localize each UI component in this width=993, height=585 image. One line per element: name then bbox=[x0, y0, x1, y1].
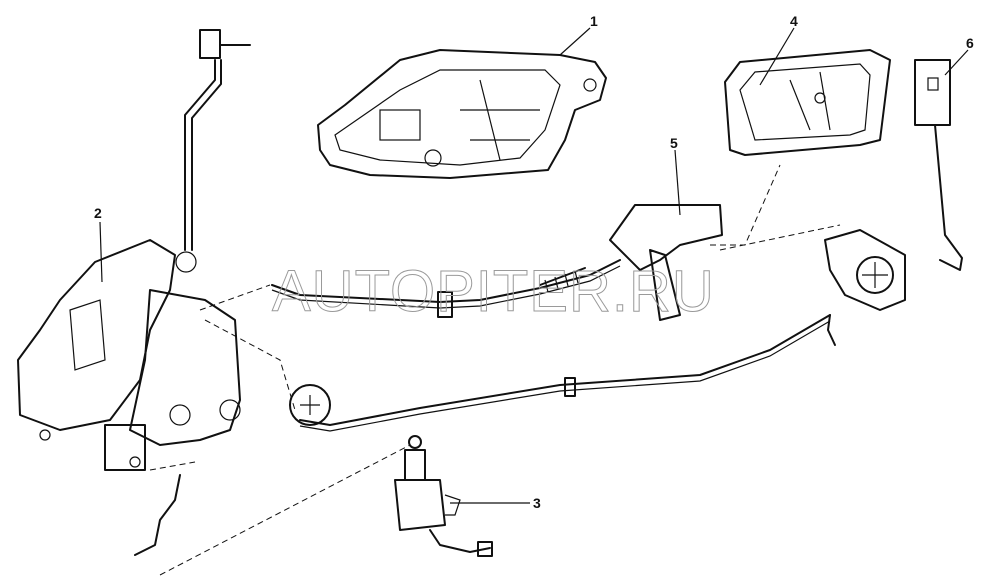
part-4-inner-handle bbox=[724, 49, 891, 156]
callout-4: 4 bbox=[790, 13, 798, 29]
callout-2: 2 bbox=[94, 205, 102, 221]
callout-6: 6 bbox=[966, 35, 974, 51]
cable-inner-handle bbox=[271, 259, 621, 318]
leader-lines bbox=[99, 27, 969, 504]
part-5-release-lever bbox=[539, 204, 723, 321]
cable-lower bbox=[289, 314, 831, 432]
callout-1: 1 bbox=[590, 13, 598, 29]
callout-3: 3 bbox=[533, 495, 541, 511]
assembly-lines bbox=[149, 164, 841, 576]
watermark: AUTOPITER.RU bbox=[272, 259, 715, 324]
part-2-lock-assembly bbox=[17, 29, 251, 556]
lock-cylinder-right bbox=[824, 229, 906, 346]
part-1-outer-handle bbox=[317, 49, 607, 179]
part-3-actuator bbox=[394, 435, 493, 557]
callout-5: 5 bbox=[670, 135, 678, 151]
part-6-lock-knob-rod bbox=[914, 59, 963, 271]
